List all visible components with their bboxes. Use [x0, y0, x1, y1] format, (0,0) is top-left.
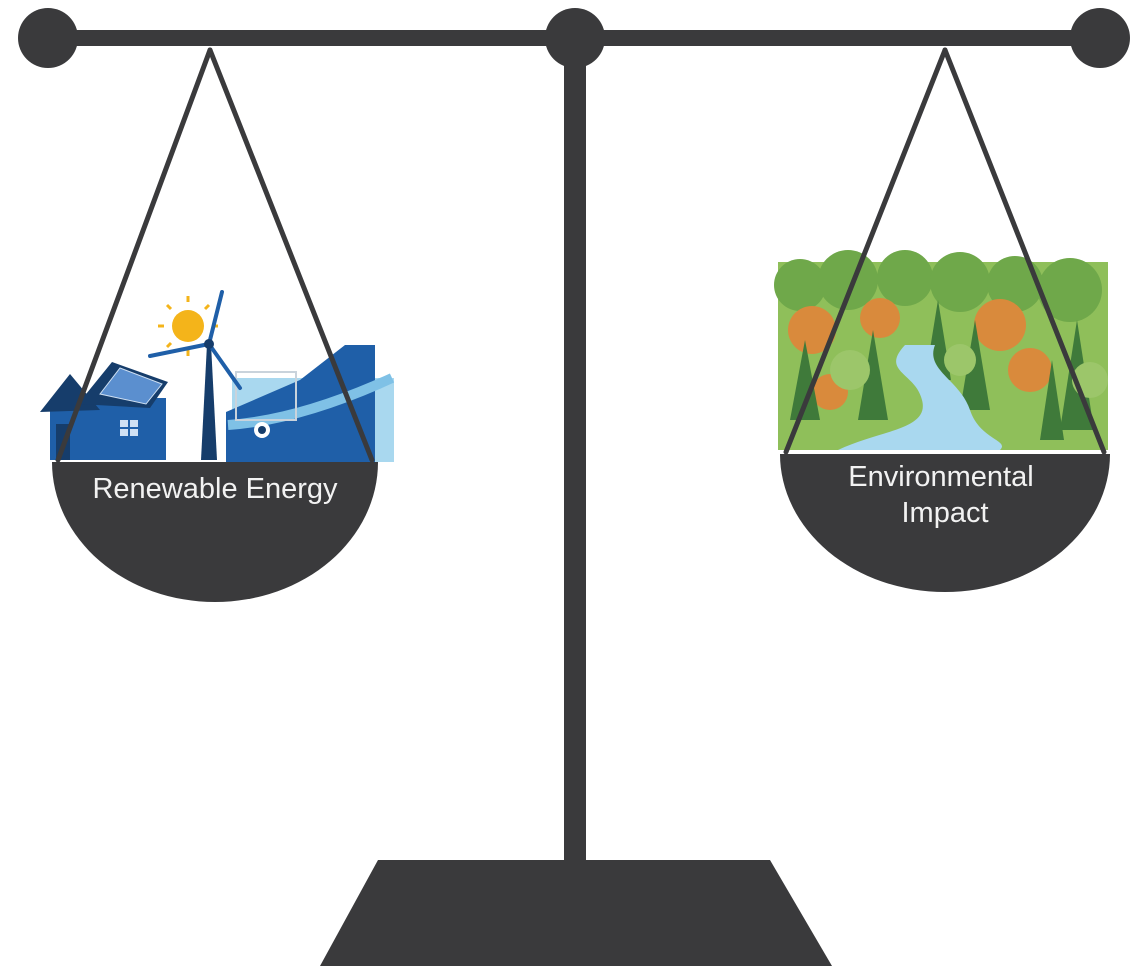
- hydroelectric-dam-icon: [226, 345, 395, 462]
- wind-turbine-icon: [148, 290, 242, 460]
- beam-pivot: [545, 8, 605, 68]
- beam-end-right: [1070, 8, 1130, 68]
- beam-end-left: [18, 8, 78, 68]
- house-with-solar-panels-icon: [40, 362, 168, 460]
- right-pan-label: Environmental Impact: [848, 461, 1041, 529]
- right-pan-strings: [783, 47, 1107, 455]
- left-pan-strings: [55, 47, 375, 463]
- scale-column: [564, 40, 586, 870]
- right-pan-label-line-2: Impact: [901, 497, 988, 529]
- river-icon: [838, 345, 1003, 450]
- right-pan-label-line-1: Environmental: [848, 461, 1033, 493]
- renewable-energy-illustration: [40, 290, 395, 462]
- left-pan-bowl: [52, 462, 378, 602]
- right-pan-bowl: [780, 454, 1110, 592]
- left-pan-label: Renewable Energy: [92, 473, 338, 505]
- left-pan: Renewable Energy: [52, 462, 378, 602]
- right-pan: Environmental Impact: [780, 454, 1110, 592]
- scale-structure: [18, 8, 1130, 966]
- scale-base: [320, 860, 832, 966]
